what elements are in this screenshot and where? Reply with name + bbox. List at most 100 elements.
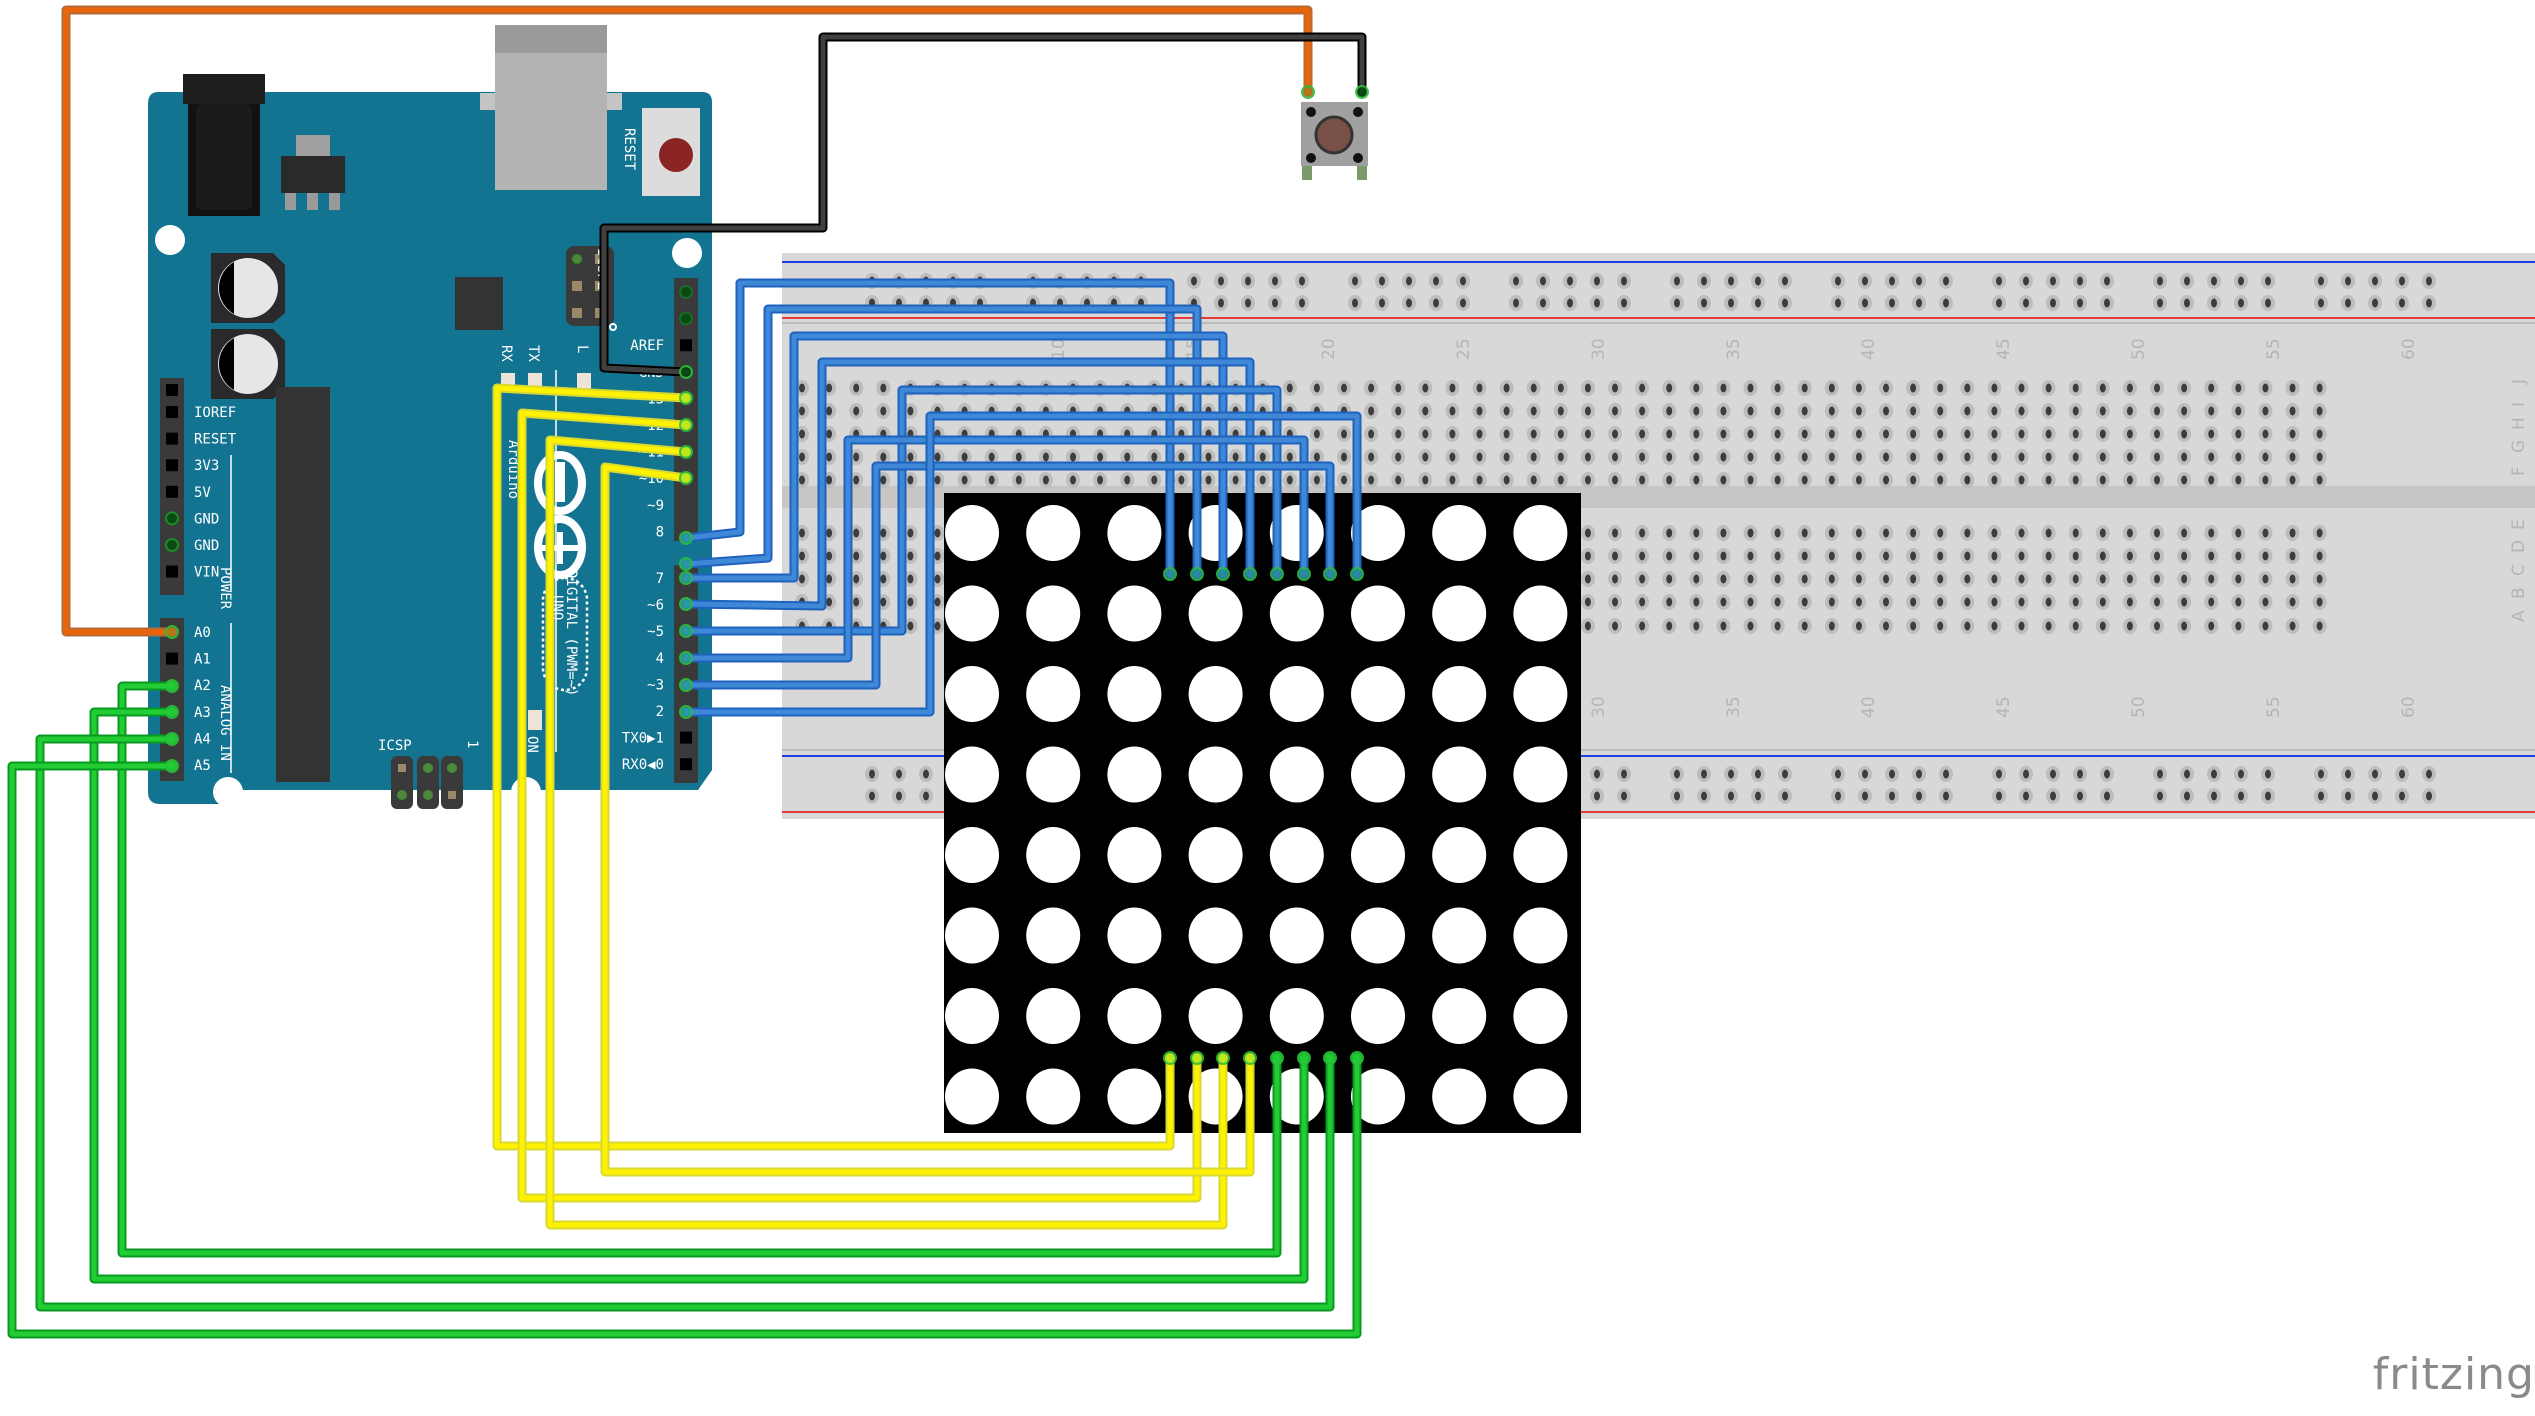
breadboard-hole	[2289, 528, 2296, 538]
pushbutton[interactable]	[1301, 102, 1368, 180]
breadboard-hole	[1245, 298, 1251, 308]
wire-endpoint	[1270, 567, 1284, 581]
breadboard-hole	[1245, 276, 1251, 286]
breadboard-hole	[2262, 551, 2269, 561]
wire-endpoint	[165, 679, 179, 693]
breadboard-hole	[1639, 475, 1646, 485]
power-jack-inner	[196, 104, 252, 210]
breadboard-hole	[2316, 528, 2323, 538]
breadboard-hole	[826, 406, 833, 416]
breadboard-hole	[1693, 574, 1700, 584]
matrix-led	[1432, 585, 1487, 642]
breadboard-hole	[2077, 791, 2083, 801]
matrix-led	[1351, 666, 1405, 722]
breadboard-hole	[2208, 452, 2215, 462]
mounting-hole	[213, 777, 243, 807]
breadboard-hole	[1755, 298, 1761, 308]
breadboard-hole	[2316, 621, 2323, 631]
breadboard-hole	[1937, 406, 1944, 416]
matrix-led	[945, 505, 999, 561]
breadboard-hole	[1503, 429, 1510, 439]
on-led	[528, 710, 542, 730]
breadboard-hole	[1639, 383, 1646, 393]
breadboard-hole	[2372, 769, 2378, 779]
breadboard-hole	[799, 383, 805, 393]
breadboard-hole	[2262, 597, 2269, 607]
matrix-led	[1026, 827, 1081, 883]
matrix-led	[1188, 746, 1243, 803]
breadboard-hole	[799, 475, 805, 485]
breadboard-hole	[2426, 769, 2432, 779]
breadboard-hole	[934, 528, 941, 538]
breadboard-hole	[2316, 574, 2323, 584]
breadboard-hole	[1991, 383, 1998, 393]
matrix-led	[945, 585, 999, 642]
breadboard-hole	[1584, 528, 1591, 538]
breadboard-column-label: 40	[1859, 696, 1879, 718]
breadboard-hole	[1449, 429, 1456, 439]
breadboard-hole	[2211, 298, 2217, 308]
breadboard-hole	[961, 452, 968, 462]
breadboard-hole	[1476, 452, 1483, 462]
breadboard-row-label: E	[2509, 519, 2529, 530]
breadboard-hole	[880, 452, 887, 462]
breadboard-hole	[1584, 551, 1591, 561]
matrix-led	[1188, 666, 1243, 722]
icsp-pin-connected	[423, 790, 433, 800]
breadboard-hole	[2318, 298, 2324, 308]
breadboard-hole	[2023, 298, 2029, 308]
breadboard-hole	[880, 597, 887, 607]
arduino-wordmark: Arduino	[505, 440, 521, 499]
breadboard-hole	[2072, 621, 2079, 631]
status-led-label: TX	[525, 345, 541, 362]
breadboard-hole	[2399, 769, 2405, 779]
breadboard-hole	[1666, 406, 1673, 416]
matrix-led	[1269, 666, 1324, 722]
breadboard-hole	[1720, 551, 1727, 561]
reset-button[interactable]	[659, 138, 693, 172]
breadboard-hole	[2262, 528, 2269, 538]
breadboard-hole	[907, 597, 914, 607]
fritzing-watermark: fritzing	[2372, 1349, 2535, 1400]
regulator-leg	[329, 193, 340, 210]
wire-endpoint	[165, 759, 179, 773]
breadboard-hole	[799, 452, 805, 462]
breadboard-hole	[1313, 383, 1320, 393]
breadboard-hole	[1996, 769, 2002, 779]
matrix-led	[1107, 988, 1162, 1044]
wire-green-3	[9, 763, 1360, 1337]
matrix-led	[1513, 827, 1568, 883]
matrix-led	[1107, 666, 1162, 722]
breadboard-hole	[1612, 383, 1619, 393]
breadboard-hole	[2289, 475, 2296, 485]
breadboard-hole	[1835, 276, 1841, 286]
breadboard-hole	[1964, 383, 1971, 393]
matrix-led	[945, 988, 999, 1044]
pushbutton-cap[interactable]	[1314, 115, 1354, 155]
breadboard-hole	[934, 551, 941, 561]
breadboard-hole	[2154, 528, 2161, 538]
breadboard-hole	[1639, 551, 1646, 561]
breadboard-hole	[2265, 791, 2271, 801]
breadboard-hole	[934, 621, 941, 631]
breadboard-hole	[1883, 528, 1890, 538]
breadboard-column-label: 20	[1319, 338, 1339, 360]
breadboard-hole	[1943, 298, 1949, 308]
breadboard-hole	[1666, 528, 1673, 538]
breadboard-hole	[1299, 298, 1305, 308]
matrix-led	[1513, 907, 1568, 964]
icsp-header	[391, 756, 463, 809]
wire-endpoint	[1297, 567, 1311, 581]
breadboard-hole	[1218, 298, 1224, 308]
breadboard-hole	[1728, 298, 1734, 308]
usb-chip	[455, 277, 503, 330]
analog-pin-label: A1	[194, 652, 211, 668]
breadboard-hole	[1070, 452, 1077, 462]
led-matrix[interactable]	[944, 493, 1581, 1133]
breadboard-hole	[1379, 298, 1385, 308]
breadboard-hole	[1594, 276, 1600, 286]
breadboard-hole	[2072, 429, 2079, 439]
breadboard-column-label: 30	[1589, 338, 1609, 360]
wire-yellow-3	[602, 464, 1253, 1175]
